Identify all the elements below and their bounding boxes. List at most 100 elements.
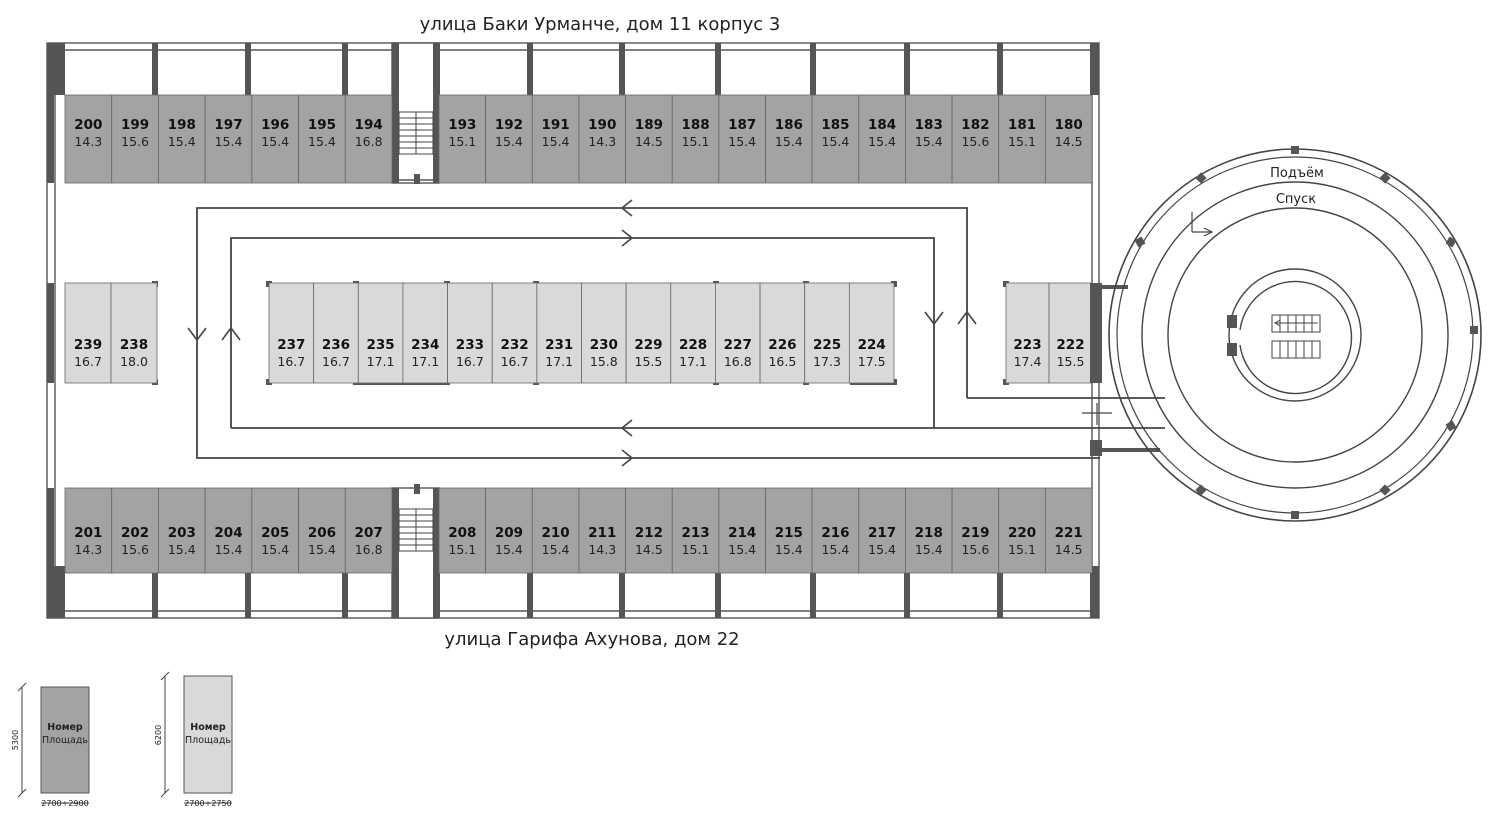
parking-spot-box[interactable] <box>1044 487 1093 574</box>
parking-spot-box[interactable] <box>625 94 673 184</box>
parking-spot-box[interactable] <box>811 487 860 574</box>
parking-spot-box[interactable] <box>251 487 299 574</box>
parking-spot-box[interactable] <box>438 487 487 574</box>
parking-spot-box[interactable] <box>485 94 533 184</box>
parking-spot-box[interactable] <box>858 94 906 184</box>
parking-spot-box[interactable] <box>578 487 626 574</box>
parking-spot-box[interactable] <box>268 282 315 384</box>
parking-spot-box[interactable] <box>485 487 533 574</box>
parking-spot-box[interactable] <box>765 94 813 184</box>
parking-spot-box[interactable] <box>64 487 113 574</box>
parking-spot-box[interactable] <box>158 94 206 184</box>
parking-spot-box[interactable] <box>344 487 393 574</box>
parking-spot-box[interactable] <box>811 94 860 184</box>
parking-spot-box[interactable] <box>111 487 159 574</box>
parking-spot-box[interactable] <box>951 487 1000 574</box>
parking-spot-box[interactable] <box>1044 94 1093 184</box>
parking-spot-box[interactable] <box>536 282 582 384</box>
parking-spot-box[interactable] <box>357 282 404 384</box>
parking-spot-box[interactable] <box>765 487 813 574</box>
parking-spot-box[interactable] <box>158 487 206 574</box>
parking-spot-box[interactable] <box>531 487 580 574</box>
parking-spot-box[interactable] <box>998 94 1046 184</box>
parking-spot-box[interactable] <box>998 487 1046 574</box>
parking-spot-box[interactable] <box>581 282 627 384</box>
parking-spot-box[interactable] <box>64 282 112 384</box>
parking-spot-box[interactable] <box>298 487 346 574</box>
parking-spot-box[interactable] <box>491 282 538 384</box>
parking-spot-box[interactable] <box>64 94 113 184</box>
parking-spot-box[interactable] <box>531 94 580 184</box>
parking-spot-box[interactable] <box>447 282 493 384</box>
parking-spot-box[interactable] <box>298 94 346 184</box>
parking-spot-box[interactable] <box>905 487 953 574</box>
parking-spot-box[interactable] <box>951 94 1000 184</box>
parking-spot-box[interactable] <box>671 94 720 184</box>
parking-spot-box[interactable] <box>110 282 158 384</box>
parking-spot-box[interactable] <box>715 282 761 384</box>
parking-spot-box[interactable] <box>344 94 393 184</box>
parking-spot-box[interactable] <box>905 94 953 184</box>
parking-spot-box[interactable] <box>671 487 720 574</box>
parking-spot-box[interactable] <box>578 94 626 184</box>
parking-spot-box[interactable] <box>670 282 716 384</box>
parking-spot-box[interactable] <box>438 94 487 184</box>
parking-spot-box[interactable] <box>313 282 359 384</box>
parking-spot-box[interactable] <box>204 94 253 184</box>
parking-spot-box[interactable] <box>848 282 895 384</box>
